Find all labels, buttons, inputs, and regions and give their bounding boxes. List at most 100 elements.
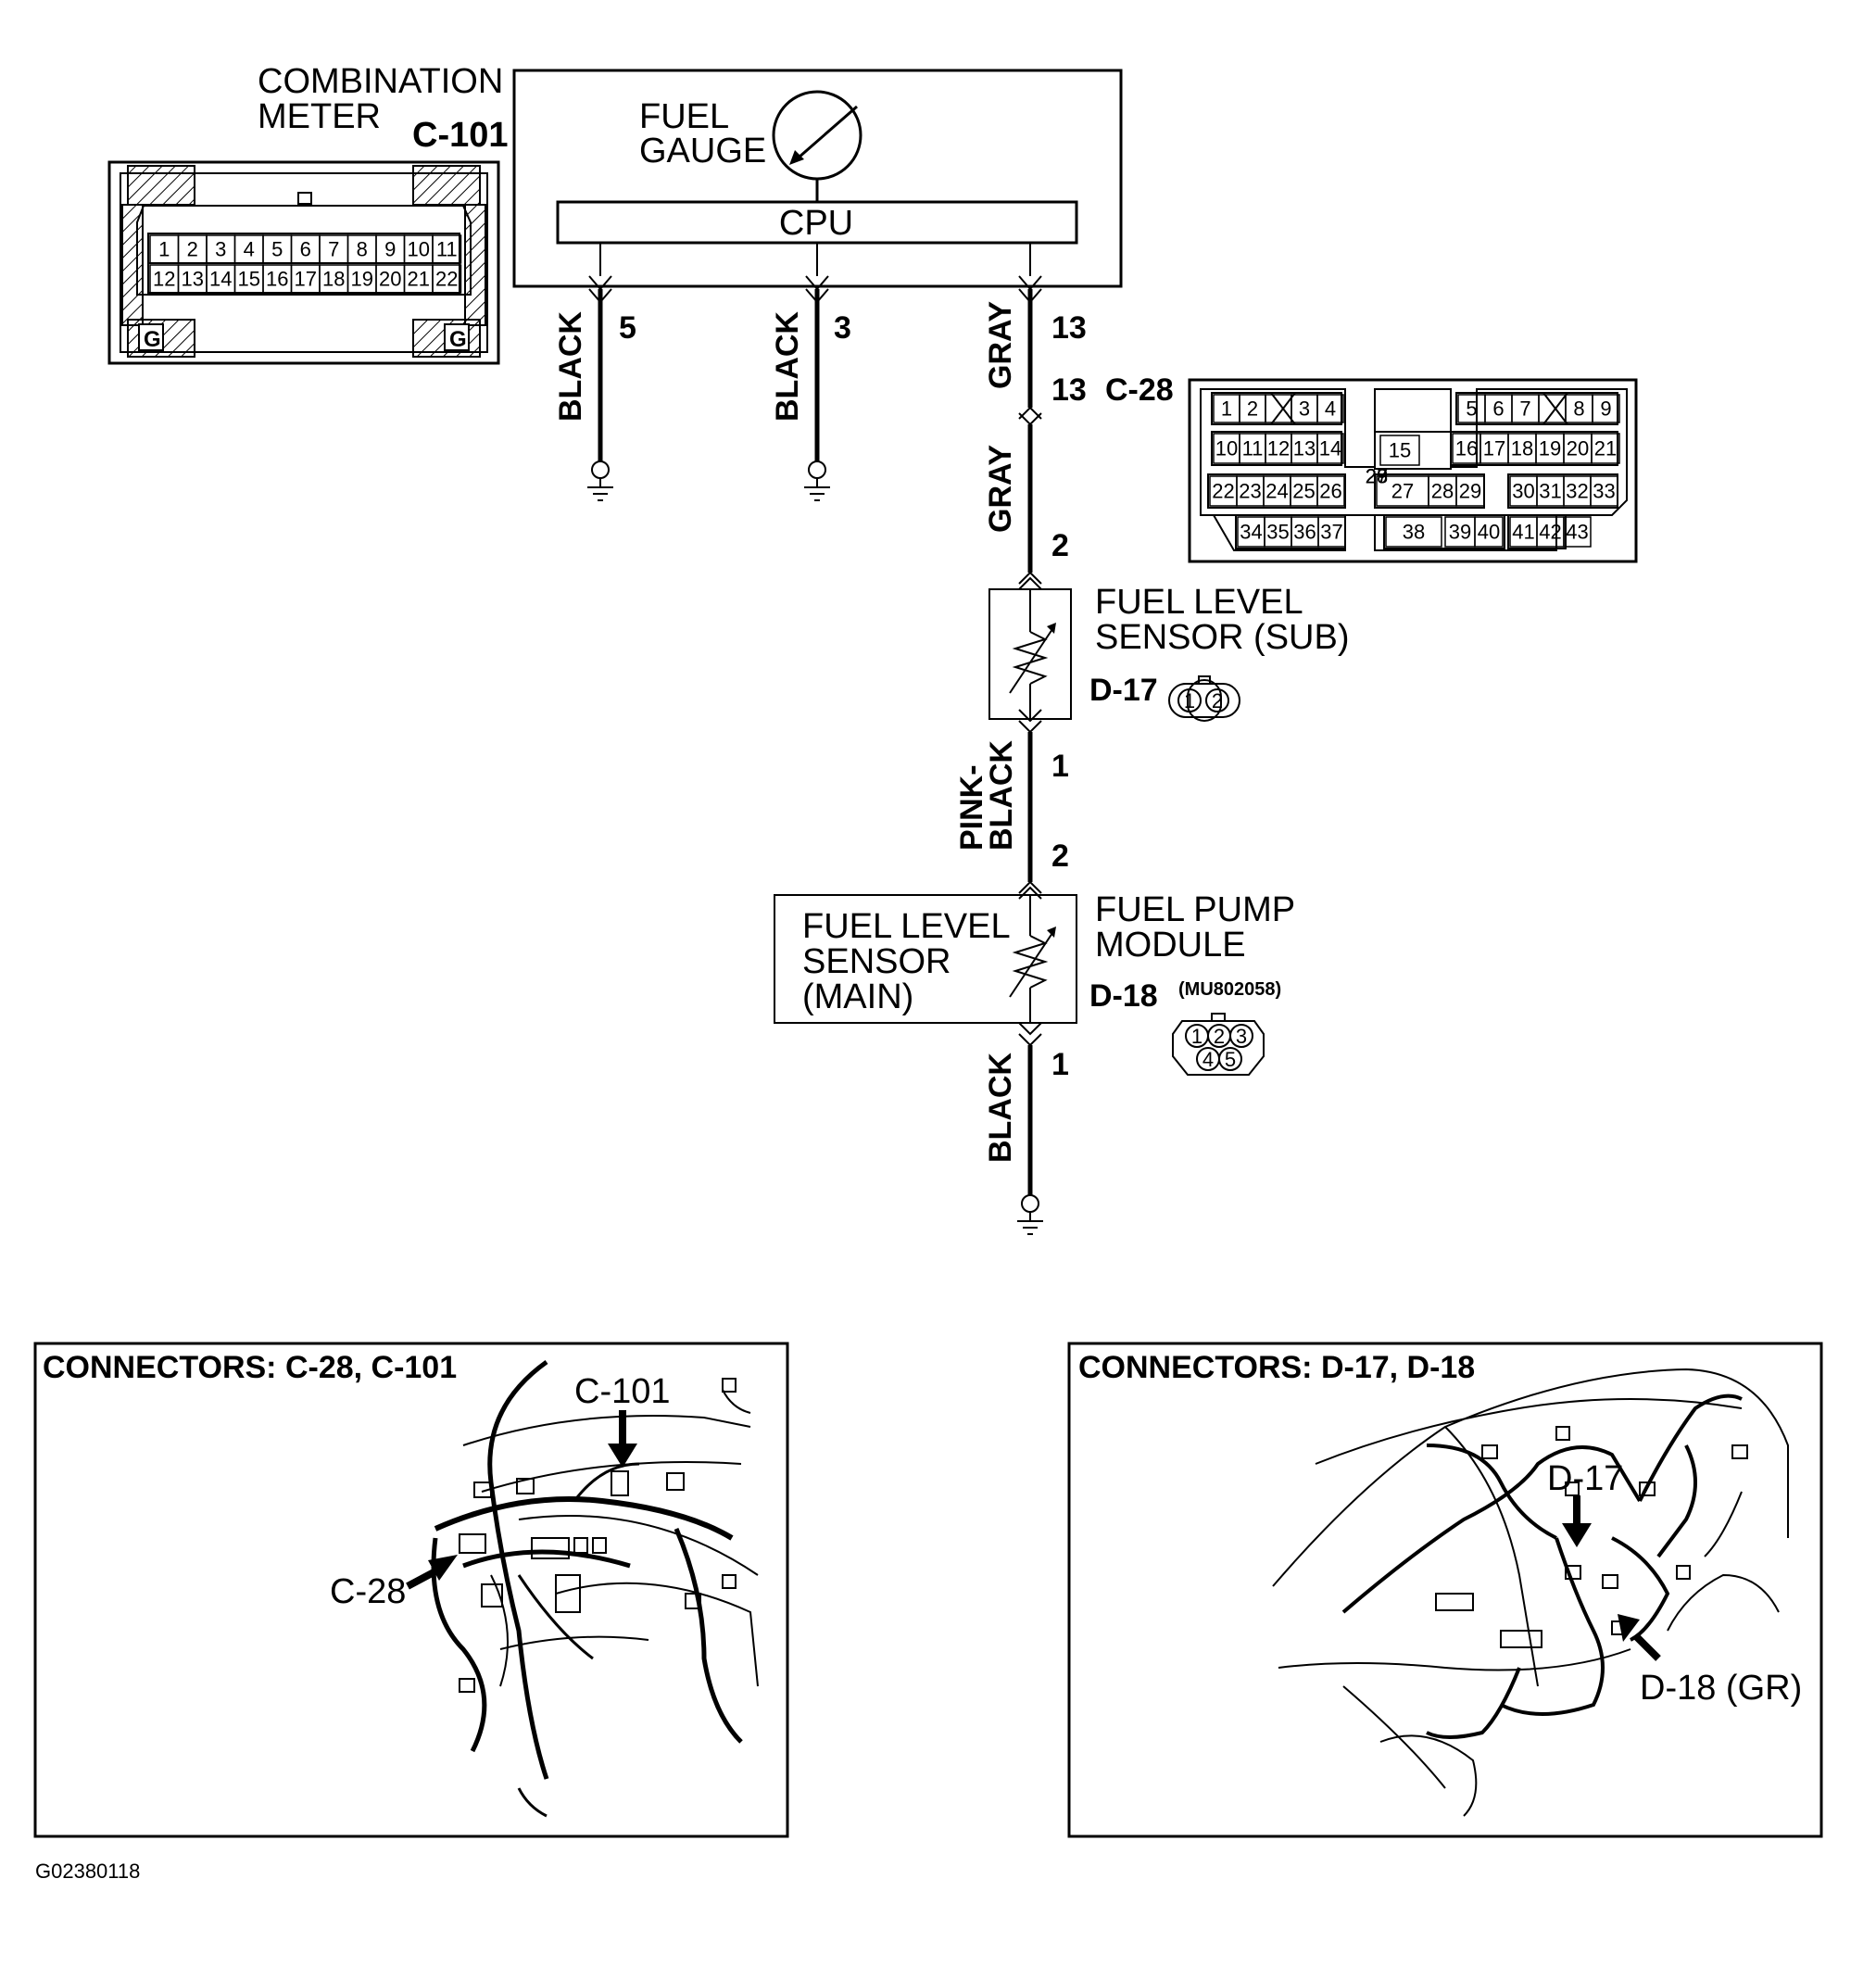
- wire4-color-2: BLACK: [984, 740, 1019, 851]
- pin-number: 2: [187, 238, 198, 261]
- sensor-main-label-1: FUEL LEVEL: [802, 907, 1011, 946]
- pin-number: 4: [1325, 397, 1336, 421]
- pin-number: 2: [1247, 397, 1258, 421]
- fuel-gauge-icon: [772, 90, 862, 202]
- d18-pin-2: 2: [1214, 1025, 1225, 1048]
- d17-connector-id: D-17: [1089, 673, 1158, 708]
- d18-pin-4: 4: [1202, 1048, 1214, 1071]
- pin-number: 15: [238, 268, 260, 291]
- panel-right-title: CONNECTORS: D-17, D-18: [1078, 1350, 1475, 1385]
- c101-location-arrow: [608, 1410, 637, 1468]
- pin-number: 12: [1267, 437, 1290, 460]
- callout-d18: D-18 (GR): [1640, 1669, 1802, 1708]
- pin-number: 11: [1242, 437, 1264, 460]
- sensor-sub-label-2: SENSOR (SUB): [1095, 618, 1349, 657]
- d18-pin-3: 3: [1236, 1025, 1247, 1048]
- pin-number: 15: [1389, 439, 1411, 462]
- panel-connectors-c28-c101: [33, 1342, 789, 1838]
- pin-number: 22: [1212, 480, 1234, 503]
- pin-number: 5: [1466, 397, 1477, 421]
- pin-number: 23: [1239, 480, 1261, 503]
- pin-cell: [1590, 475, 1618, 507]
- pin-number: 20: [1567, 437, 1589, 460]
- pin-cell: [1379, 435, 1420, 466]
- callout-c28: C-28: [330, 1572, 406, 1611]
- pin-cell: [1563, 516, 1592, 548]
- d18-location-arrow: [1618, 1614, 1661, 1661]
- wire-black-pump-ground: [1017, 1022, 1043, 1235]
- pin-number: 21: [1594, 437, 1617, 460]
- callout-d17: D-17: [1547, 1459, 1623, 1498]
- pin-number: 14: [209, 268, 232, 291]
- pin-number: 37: [1320, 521, 1342, 544]
- pin-number: 20: [379, 268, 401, 291]
- pin-number: 43: [1566, 521, 1588, 544]
- d18-connector-id: D-18: [1089, 978, 1158, 1014]
- pin-cell: [1316, 475, 1345, 507]
- pin-number: 10: [1215, 437, 1238, 460]
- pin-number: 14: [1319, 437, 1341, 460]
- pump-module-label-1: FUEL PUMP: [1095, 890, 1295, 929]
- pin-number: 21: [408, 268, 430, 291]
- pin-number: 3: [215, 238, 226, 261]
- wire4-color-1: PINK-: [954, 764, 989, 851]
- wire3-pin-sub-sensor: 2: [1051, 528, 1069, 563]
- pin-number: 25: [1292, 480, 1315, 503]
- pin-number: 19: [1539, 437, 1561, 460]
- panel-left-title: CONNECTORS: C-28, C-101: [43, 1350, 457, 1385]
- d17-location-arrow: [1562, 1495, 1592, 1547]
- pin-cell: [1265, 394, 1292, 423]
- wire2-pin: 3: [834, 310, 851, 346]
- wire3-pin-meter: 13: [1051, 310, 1087, 346]
- pin-number: 42: [1539, 521, 1561, 544]
- pin-number: 1: [1221, 397, 1232, 421]
- pin-number: 38: [1403, 521, 1425, 544]
- combination-meter-box: [512, 69, 1123, 288]
- pin-number: 22: [435, 268, 458, 291]
- pin-number: 6: [1492, 397, 1504, 421]
- sensor-sub-label-1: FUEL LEVEL: [1095, 583, 1303, 622]
- pin-number: 16: [1455, 437, 1478, 460]
- pin-number: 31: [1539, 480, 1561, 503]
- pin-number: 6: [300, 238, 311, 261]
- d17-connector-face: [1168, 675, 1240, 722]
- sensor-main-label-2: SENSOR: [802, 942, 951, 981]
- wire-gray-meter-to-sub-sensor: [1018, 243, 1042, 590]
- pin-number: 11: [436, 238, 458, 261]
- wire2-color: BLACK: [770, 311, 805, 422]
- wire4-pin-sub-sensor: 1: [1051, 749, 1069, 784]
- pin-number: 3: [1299, 397, 1310, 421]
- pin-number: 18: [322, 268, 345, 291]
- dashboard-harness-illustration: [431, 1359, 759, 1818]
- wire-black-pin5: [587, 243, 613, 501]
- cpu-label: CPU: [779, 204, 853, 243]
- fuel-gauge-label-2: GAUGE: [639, 132, 766, 170]
- d18-connector-face: [1172, 1013, 1265, 1076]
- pin-number: 8: [357, 238, 368, 261]
- pin-number: 34: [1240, 521, 1262, 544]
- c101-ground-mark-right: G: [449, 327, 467, 352]
- pin-number: 35: [1266, 521, 1289, 544]
- wire5-pin: 1: [1051, 1047, 1069, 1082]
- pin-cell: [1592, 394, 1620, 423]
- d18-pin-1: 1: [1191, 1025, 1202, 1048]
- callout-c101: C-101: [574, 1372, 671, 1411]
- pin-number: 29: [1459, 480, 1481, 503]
- pin-cell: [1455, 475, 1485, 507]
- pin-number: 9: [384, 238, 396, 261]
- pin-number: 17: [295, 268, 317, 291]
- pin-number: 30: [1512, 480, 1534, 503]
- c28-connector-face: [1188, 378, 1638, 563]
- panel-connectors-d17-d18: [1067, 1342, 1823, 1838]
- fuel-gauge-label-1: FUEL: [639, 97, 729, 136]
- c101-connector-id: C-101: [412, 116, 509, 155]
- wire-black-pin3: [804, 243, 830, 501]
- pump-module-label-2: MODULE: [1095, 926, 1246, 965]
- d18-pin-5: 5: [1225, 1048, 1236, 1071]
- wire4-pin-pump-module: 2: [1051, 838, 1069, 874]
- pin-number: 41: [1512, 521, 1534, 544]
- pin-cell: [432, 234, 462, 264]
